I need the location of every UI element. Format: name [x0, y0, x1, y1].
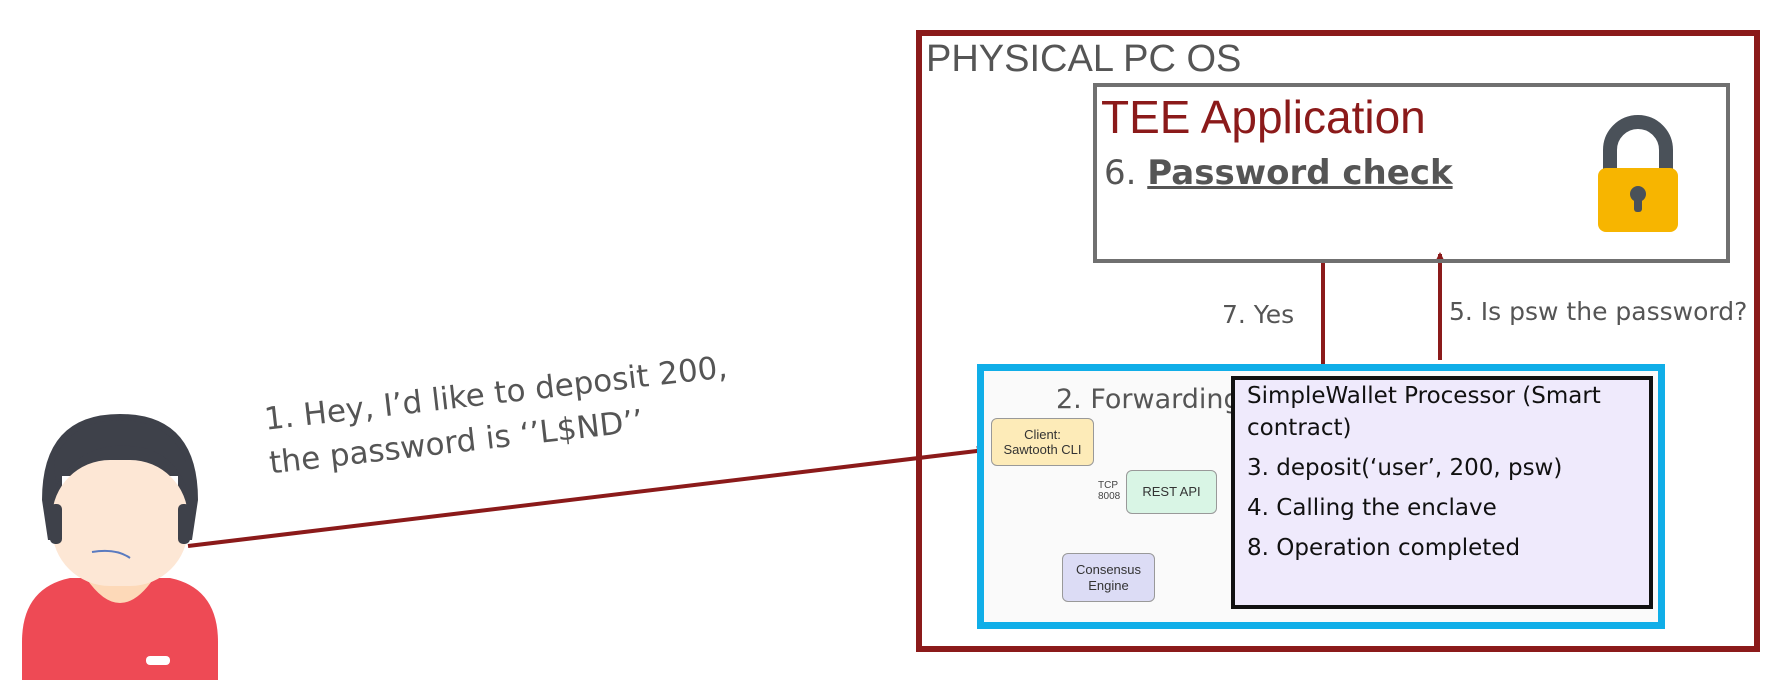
- user-request-message: 1. Hey, I’d like to deposit 200, the pas…: [262, 345, 735, 485]
- deposit-step: 3. deposit(‘user’, 200, psw): [1247, 455, 1563, 481]
- client-label-line1: Client:: [1024, 427, 1061, 442]
- tcp-port-label: TCP 8008: [1098, 480, 1120, 502]
- processor-title-line1: SimpleWallet Processor (Smart: [1247, 383, 1601, 409]
- simplewallet-processor-box: [1231, 376, 1653, 609]
- forwarding-label: 2. Forwarding: [1056, 384, 1241, 415]
- consensus-engine-node: Consensus Engine: [1062, 553, 1155, 602]
- processor-title: SimpleWallet Processor (Smart contract): [1247, 380, 1601, 444]
- password-check-step: 6. Password check: [1104, 153, 1453, 193]
- client-sawtooth-cli-node: Client: Sawtooth CLI: [991, 418, 1094, 466]
- tee-application-box: [1093, 83, 1730, 263]
- physical-os-box: [916, 30, 1760, 652]
- user-avatar-icon: [22, 414, 218, 680]
- operation-completed-step: 8. Operation completed: [1247, 535, 1521, 561]
- tee-application-title: TEE Application: [1101, 91, 1426, 143]
- calling-enclave-step: 4. Calling the enclave: [1247, 495, 1497, 521]
- password-query-label: 5. Is psw the password?: [1449, 297, 1748, 326]
- consensus-label-line1: Consensus: [1075, 562, 1142, 577]
- yes-response-label: 7. Yes: [1222, 300, 1295, 329]
- physical-os-title: PHYSICAL PC OS: [926, 38, 1242, 80]
- password-check-number: 6.: [1104, 153, 1137, 193]
- consensus-label-line2: Engine: [1088, 578, 1129, 593]
- client-label-line2: Sawtooth CLI: [1003, 442, 1082, 457]
- processor-title-line2: contract): [1247, 415, 1352, 441]
- password-check-label: Password check: [1147, 153, 1453, 193]
- tcp-label-line2: 8008: [1098, 491, 1121, 502]
- tcp-label-line1: TCP: [1098, 480, 1118, 491]
- padlock-icon: [1598, 115, 1678, 232]
- rest-api-node: REST API: [1126, 470, 1217, 514]
